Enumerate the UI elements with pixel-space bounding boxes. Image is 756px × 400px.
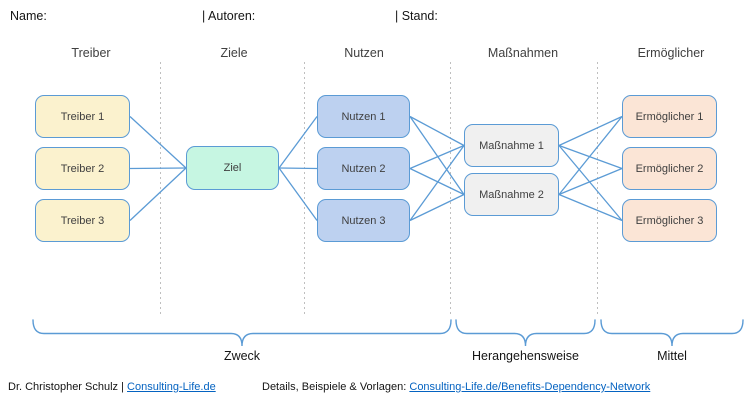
- column-header-treiber: Treiber: [71, 46, 111, 60]
- column-header-nutzen: Nutzen: [344, 46, 384, 60]
- footer-details-text: Details, Beispiele & Vorlagen:: [262, 381, 410, 393]
- column-dividers: [160, 62, 598, 316]
- node-ermoeglicher-1: Ermöglicher 1: [622, 95, 717, 138]
- brace-zweck: [32, 319, 452, 347]
- edges-nutzen-massnahmen: [409, 115, 465, 222]
- node-ermoeglicher-2: Ermöglicher 2: [622, 147, 717, 190]
- column-header-ziele: Ziele: [220, 46, 248, 60]
- node-nutzen-2: Nutzen 2: [317, 147, 410, 190]
- column-header-ermoeglicher: Ermöglicher: [637, 46, 705, 60]
- edges-massnahmen-ermoeglicher: [558, 115, 623, 222]
- edges-treiber-ziel: [129, 116, 187, 221]
- column-header-massnahmen: Maßnahmen: [487, 46, 559, 60]
- brace-label-zweck: Zweck: [223, 349, 261, 363]
- node-nutzen-3: Nutzen 3: [317, 199, 410, 242]
- brace-mittel: [600, 319, 744, 347]
- edges-ziel-nutzen: [278, 116, 318, 221]
- node-massnahme-1: Maßnahme 1: [464, 124, 559, 167]
- footer-author: Dr. Christopher Schulz | Consulting-Life…: [8, 381, 216, 393]
- brace-label-herangehensweise: Herangehensweise: [471, 349, 580, 363]
- brace-label-mittel: Mittel: [657, 349, 687, 363]
- node-treiber-1: Treiber 1: [35, 95, 130, 138]
- date-label: | Stand:: [395, 9, 438, 23]
- brace-herangehensweise: [455, 319, 596, 347]
- node-treiber-2: Treiber 2: [35, 147, 130, 190]
- node-ermoeglicher-3: Ermöglicher 3: [622, 199, 717, 242]
- node-nutzen-1: Nutzen 1: [317, 95, 410, 138]
- name-label: Name:: [10, 9, 47, 23]
- authors-label: | Autoren:: [202, 9, 256, 23]
- node-treiber-3: Treiber 3: [35, 199, 130, 242]
- node-massnahme-2: Maßnahme 2: [464, 173, 559, 216]
- footer-author-text: Dr. Christopher Schulz |: [8, 381, 128, 393]
- footer-details-link[interactable]: Consulting-Life.de/Benefits-Dependency-N…: [409, 381, 651, 393]
- node-ziel: Ziel: [186, 146, 279, 190]
- footer-details: Details, Beispiele & Vorlagen: Consultin…: [262, 381, 650, 393]
- footer-author-link[interactable]: Consulting-Life.de: [127, 381, 216, 393]
- braces: [32, 319, 744, 347]
